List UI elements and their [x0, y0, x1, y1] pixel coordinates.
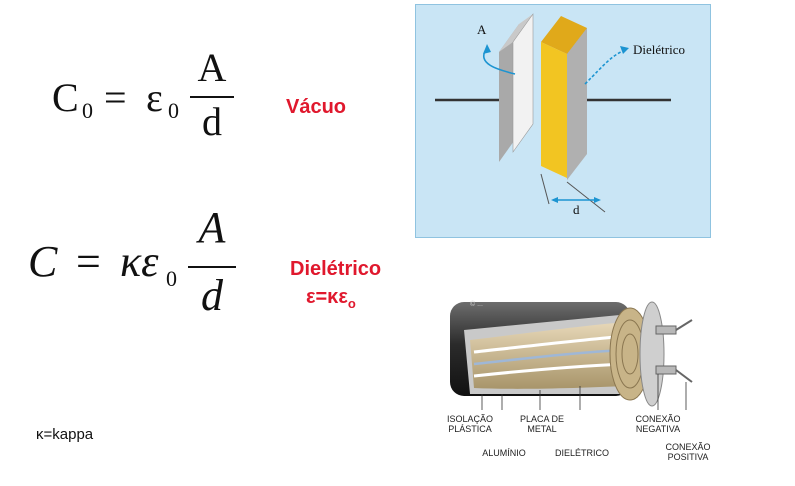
label-conexao-positiva: CONEXÃO POSITIVA	[665, 442, 711, 462]
formula1-c: C	[52, 75, 79, 120]
formula1-equals: =	[104, 75, 127, 120]
formula2-kappa-epsilon: κε	[120, 237, 159, 286]
dielectric-capacitance-formula: C = κε 0 A d	[24, 200, 274, 330]
vacuum-capacitance-formula: C 0 = ε 0 A d	[40, 40, 280, 150]
capacitor-cutaway-illustration	[450, 301, 693, 430]
formula1-c-subscript: 0	[82, 98, 93, 123]
label-conexao-negativa: CONEXÃO NEGATIVA	[635, 414, 681, 434]
formula2-c: C	[28, 237, 58, 286]
epsilon-relation-subscript: o	[347, 296, 356, 311]
epsilon-relation: ε=κεo	[306, 286, 356, 311]
label-placa: PLACA DE METAL	[519, 414, 565, 434]
parallel-plate-illustration	[415, 4, 711, 238]
watermark-text: © ...	[470, 301, 483, 308]
formula1-numerator: A	[197, 45, 227, 90]
dielectric-label: Dielétrico	[290, 258, 382, 280]
distance-label: d	[573, 202, 580, 217]
formula2-numerator: A	[198, 203, 226, 252]
label-dieletrico: DIELÉTRICO	[554, 448, 609, 458]
formula2-fraction-bar	[188, 266, 236, 268]
vacuum-label: Vácuo	[286, 96, 347, 118]
capacitor-cutaway-diagram: © ... ISOLAÇÃO PLÁSTICA PLACA DE METAL C…	[430, 290, 730, 480]
formula2-denominator: d	[201, 271, 223, 320]
formula2-epsilon-subscript: 0	[166, 266, 177, 291]
plate-area-label: A	[477, 22, 487, 37]
formula1-epsilon: ε	[146, 75, 163, 120]
formula2-equals: =	[76, 237, 101, 286]
formula1-epsilon-subscript: 0	[168, 98, 179, 123]
formula1-denominator: d	[202, 99, 222, 144]
label-isolacao: ISOLAÇÃO PLÁSTICA	[446, 414, 493, 434]
formula1-fraction-bar	[190, 96, 234, 98]
label-aluminio: ALUMÍNIO	[482, 448, 526, 458]
epsilon-relation-main: ε=κε	[306, 286, 348, 308]
dielectric-diagram-label: Dielétrico	[633, 42, 685, 57]
parallel-plate-diagram: A Dielétrico d	[415, 4, 711, 238]
kappa-note: κ=kappa	[36, 426, 94, 443]
